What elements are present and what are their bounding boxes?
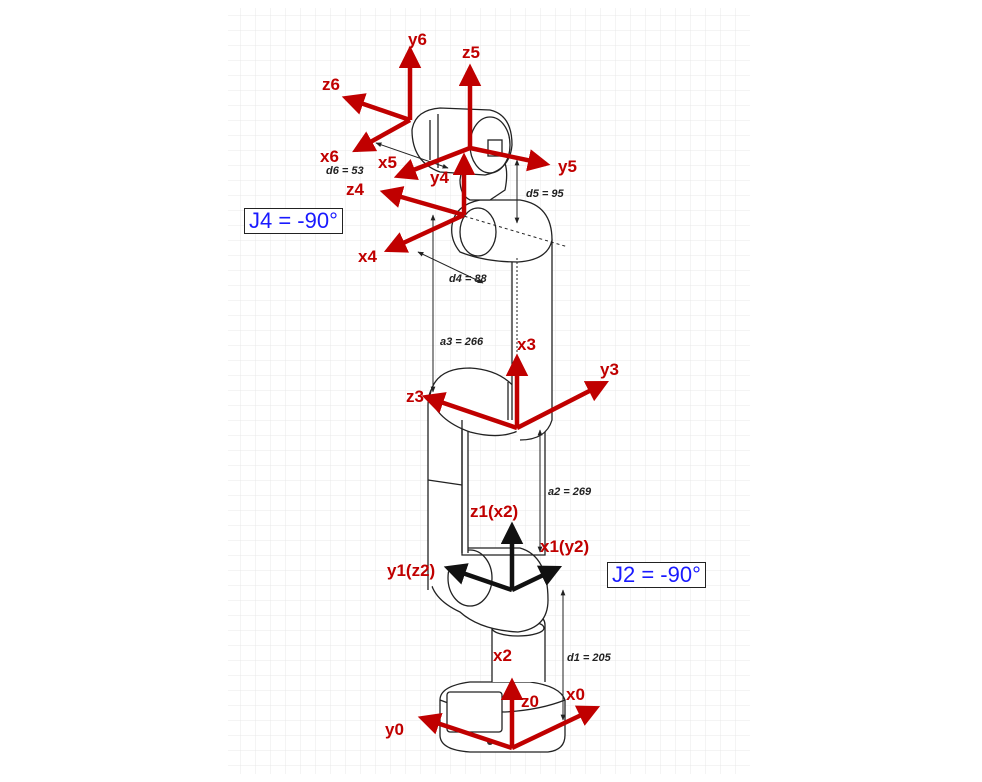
x2-label: x2 bbox=[493, 646, 512, 665]
z5-label: z5 bbox=[462, 43, 480, 62]
y0-label: y0 bbox=[385, 720, 404, 739]
x4-label: x4 bbox=[358, 247, 377, 266]
y1z2-axis bbox=[443, 563, 513, 593]
y1z2-label: y1(z2) bbox=[387, 561, 435, 580]
z3-label: z3 bbox=[406, 387, 424, 406]
j2-angle-note: J2 = -90° bbox=[607, 562, 706, 588]
y5-axis bbox=[469, 145, 551, 172]
z6-label: z6 bbox=[322, 75, 340, 94]
x4-axis bbox=[383, 212, 465, 253]
dimension-lines bbox=[375, 142, 569, 721]
y4-label: y4 bbox=[430, 168, 449, 187]
wrist-1-joint bbox=[451, 199, 553, 263]
x0-label: x0 bbox=[566, 685, 585, 704]
z1x2-label: z1(x2) bbox=[470, 502, 518, 521]
z6-axis bbox=[341, 93, 411, 123]
z4-label: z4 bbox=[346, 180, 365, 199]
d6-dim-line bbox=[375, 142, 449, 169]
d4-dim-line bbox=[417, 251, 484, 284]
robot-arm-outline bbox=[411, 107, 566, 753]
d4-label: d4 = 88 bbox=[449, 273, 487, 285]
x1y2-axis bbox=[511, 565, 563, 593]
y0-axis bbox=[417, 713, 513, 751]
x1y2-label: x1(y2) bbox=[540, 537, 589, 556]
x6-label: x6 bbox=[320, 147, 339, 166]
frame-axes bbox=[341, 45, 610, 751]
y5-label: y5 bbox=[558, 157, 577, 176]
base-connector-panel bbox=[446, 691, 503, 733]
z3-axis bbox=[421, 392, 518, 431]
x5-axis bbox=[393, 145, 471, 180]
x5-label: x5 bbox=[378, 153, 397, 172]
z0-label: z0 bbox=[521, 692, 539, 711]
x6-axis bbox=[352, 118, 412, 153]
j4-angle-note: J4 = -90° bbox=[244, 208, 343, 234]
x3-label: x3 bbox=[517, 335, 536, 354]
d6-label: d6 = 53 bbox=[326, 165, 364, 177]
d1-label: d1 = 205 bbox=[567, 652, 612, 664]
d5-label: d5 = 95 bbox=[526, 188, 564, 200]
a3-label: a3 = 266 bbox=[440, 336, 484, 348]
y3-axis bbox=[515, 380, 610, 431]
a2-label: a2 = 269 bbox=[548, 486, 592, 498]
y6-label: y6 bbox=[408, 30, 427, 49]
x0-axis bbox=[511, 705, 601, 751]
z4-axis bbox=[379, 186, 465, 218]
y3-label: y3 bbox=[600, 360, 619, 379]
